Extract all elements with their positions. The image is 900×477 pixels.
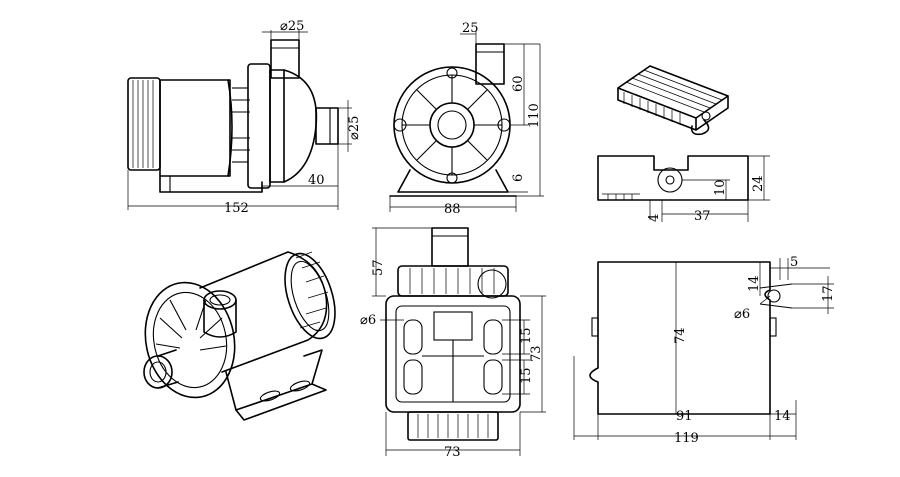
dim-bottom-hole: ⌀6 [360, 313, 376, 328]
dim-controller-base: 4 [647, 214, 662, 222]
side-view: ⌀25 ⌀25 40 152 [127, 19, 362, 216]
dim-bracket-slot-top: 14 [747, 275, 762, 292]
dim-bracket-slot-width: 5 [790, 255, 798, 270]
dim-bottom-slot-lower: 15 [519, 367, 534, 384]
iso-view [143, 251, 336, 421]
controller-view: 24 10 37 4 [597, 65, 770, 224]
bracket-view: 74 5 14 17 ⌀6 91 14 119 [573, 255, 836, 446]
dim-front-height: 110 [527, 103, 542, 128]
dim-controller-hole-height: 10 [713, 179, 728, 196]
dim-front-outlet-height: 60 [511, 75, 526, 92]
dim-bottom-inlet-height: 57 [371, 259, 386, 276]
dim-side-length: 152 [224, 201, 249, 216]
dim-bracket-height: 74 [673, 327, 688, 344]
dim-bottom-slot-upper: 15 [519, 327, 534, 344]
dim-side-outlet-length: 40 [308, 173, 325, 188]
front-view: 25 60 110 6 88 [389, 21, 544, 217]
dim-bracket-tab: 14 [774, 409, 791, 424]
bottom-view: 57 ⌀6 15 15 73 73 [360, 227, 546, 460]
dim-bracket-hole: ⌀6 [734, 307, 750, 322]
dim-controller-height: 24 [751, 175, 766, 192]
dim-front-width: 88 [444, 202, 461, 217]
dim-side-inlet: ⌀25 [280, 19, 304, 34]
dim-bracket-slot-height: 17 [821, 285, 836, 302]
dim-controller-span: 37 [694, 209, 711, 224]
dim-bracket-length: 119 [674, 431, 699, 446]
dim-front-inlet-offset: 25 [462, 21, 479, 36]
dim-front-base: 6 [511, 174, 526, 182]
dim-bottom-mount-height: 73 [529, 345, 544, 362]
dim-bracket-base: 91 [676, 409, 693, 424]
dim-bottom-mount-width: 73 [444, 445, 461, 460]
dim-side-outlet: ⌀25 [347, 116, 362, 140]
